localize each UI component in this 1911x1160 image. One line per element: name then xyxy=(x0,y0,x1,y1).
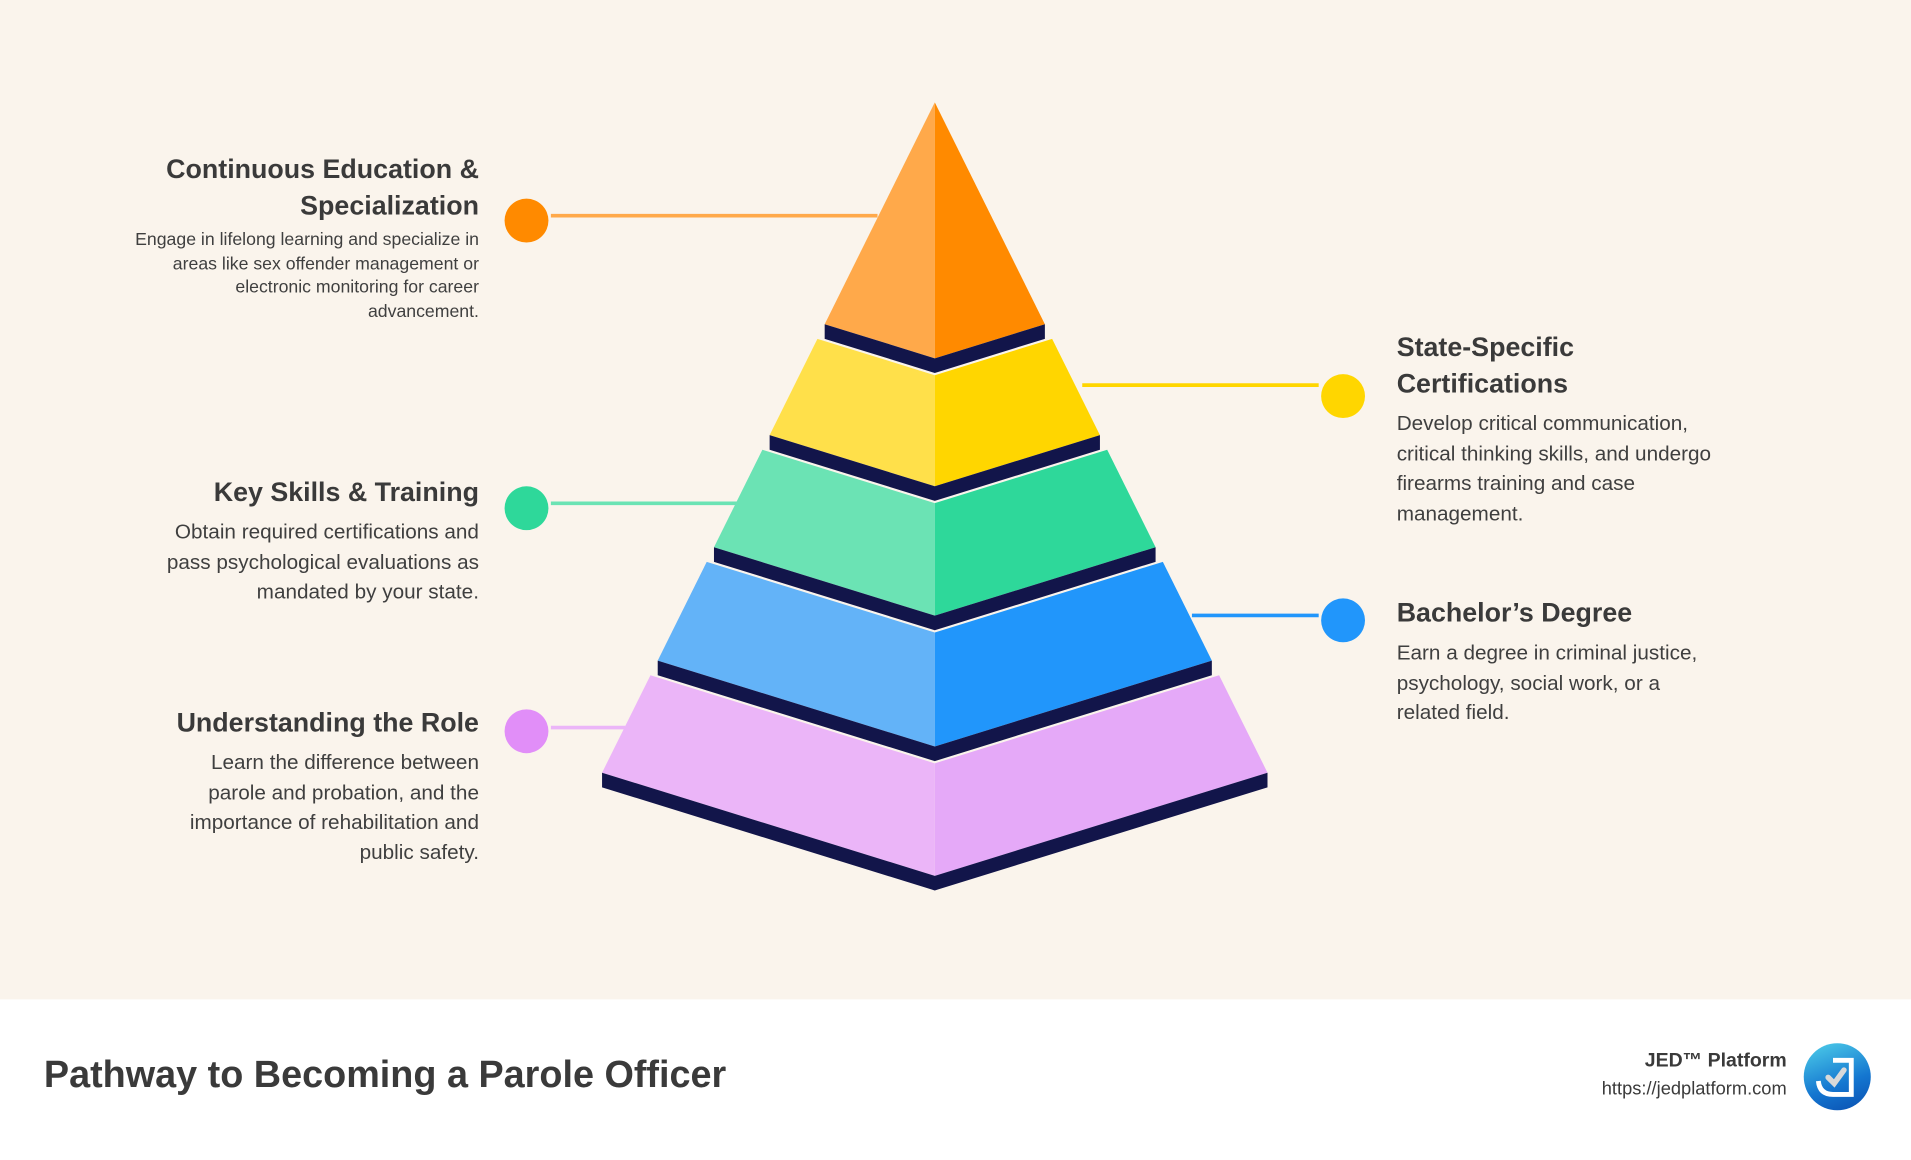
layer-description: Obtain required certifications and pass … xyxy=(166,520,479,604)
layer-description: Develop critical communication, critical… xyxy=(1396,411,1712,525)
pyramid-layer-3-edge-band xyxy=(713,547,1156,631)
pyramid-layer-2-right-face xyxy=(934,338,1100,487)
pyramid-layer-2-left-face xyxy=(769,338,935,487)
label-key-skills: Key Skills & Training Obtain required ce… xyxy=(138,474,479,607)
footer: Pathway to Becoming a Parole Officer JED… xyxy=(0,999,1911,1160)
brand-url[interactable]: https://jedplatform.com xyxy=(1601,1078,1787,1100)
layer-title: Continuous Education &Specialization xyxy=(166,153,479,221)
connector-dot-3 xyxy=(504,486,549,531)
pyramid-diagram xyxy=(504,102,1365,891)
pyramid-layer-5-right-face xyxy=(934,675,1268,876)
layer-title: Bachelor’s Degree xyxy=(1396,597,1633,628)
layer-description: Engage in lifelong learning and speciali… xyxy=(135,230,479,322)
pyramid-layer-3-left-face xyxy=(713,449,935,616)
pyramid-layer-4-right-face xyxy=(934,561,1212,747)
layer-title: Key Skills & Training xyxy=(213,476,479,507)
jed-logo-icon xyxy=(1803,1043,1871,1111)
layer-title: Understanding the Role xyxy=(176,706,479,738)
pyramid-layer-1-edge-band xyxy=(824,324,1045,373)
pyramid-layer-3-right-face xyxy=(934,449,1156,616)
pyramid-layer-5-left-face xyxy=(602,675,935,876)
label-continuous-education: Continuous Education &Specialization Eng… xyxy=(126,151,479,324)
brand: JED™ Platform https://jedplatform.com xyxy=(1602,1051,1787,1100)
layer-description: Earn a degree in criminal justice, psych… xyxy=(1396,641,1698,724)
pyramid-layer-1-right-face xyxy=(934,102,1045,359)
connector-dot-1 xyxy=(504,198,549,243)
brand-name: JED™ Platform xyxy=(1644,1050,1787,1072)
connector-dot-5 xyxy=(504,709,549,754)
pyramid-layer-1-left-face xyxy=(824,102,935,359)
label-bachelors-degree: Bachelor’s Degree Earn a degree in crimi… xyxy=(1397,595,1726,728)
pyramid-layer-4-left-face xyxy=(657,561,935,747)
connector-dot-4 xyxy=(1321,598,1365,643)
layer-description: Learn the difference between parole and … xyxy=(189,750,479,864)
page-title: Pathway to Becoming a Parole Officer xyxy=(43,1053,727,1096)
label-understanding-role: Understanding the Role Learn the differe… xyxy=(150,704,479,867)
pyramid-layer-2-edge-band xyxy=(769,435,1100,501)
connector-dot-2 xyxy=(1321,374,1365,419)
